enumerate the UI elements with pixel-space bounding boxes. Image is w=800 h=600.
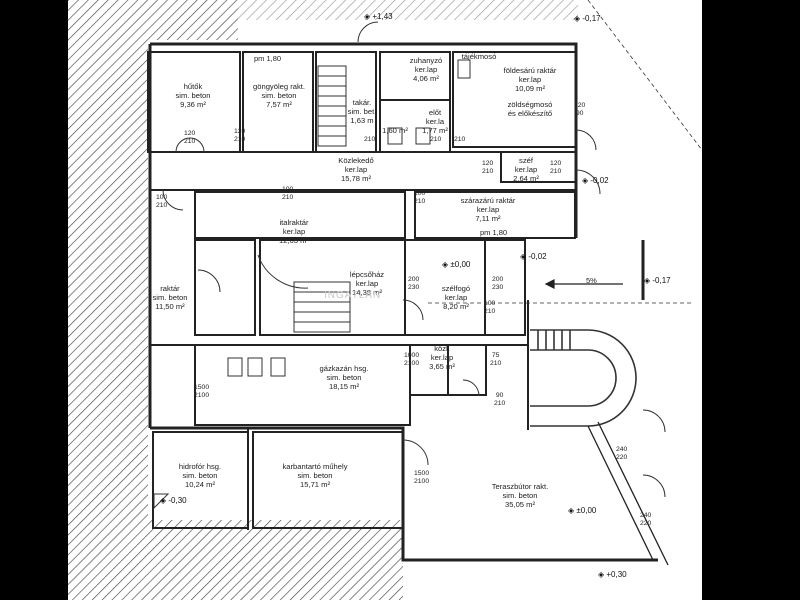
stairs-top <box>317 65 347 147</box>
stairs-ramp-curve <box>530 329 637 427</box>
parapet-label: pm 1,80 <box>480 228 508 237</box>
ground-hatch-left <box>68 0 403 600</box>
building-body <box>148 42 668 565</box>
parapet-label: pm 1,80 <box>254 54 282 63</box>
level-mark: ◈ -0,02 <box>520 252 547 261</box>
slope-arrow <box>544 279 623 289</box>
level-mark: ◈ ±0,00 <box>568 506 597 515</box>
terrace-edge <box>587 421 669 566</box>
door-dimension: 210 <box>364 136 376 143</box>
room-label-wc: 1,60 m² <box>382 126 408 135</box>
level-mark: ◈ ±0,00 <box>442 260 471 269</box>
room-label-tajekmoso: tájékmosó <box>461 52 497 61</box>
door-swings <box>162 21 666 498</box>
watermark: INGATLAN <box>324 290 382 301</box>
level-mark: ◈ -0,17 <box>644 276 671 285</box>
room-label-takar: takár.sim. bet.1,63 m <box>347 98 377 125</box>
floor-plan <box>68 0 702 600</box>
ground-hatch-top <box>238 0 578 20</box>
level-mark: ◈ -0,02 <box>582 176 609 185</box>
door-dimension: 210 <box>454 136 466 143</box>
interior-walls <box>147 51 577 530</box>
level-mark: ◈ +0,30 <box>598 570 627 579</box>
reference-lines <box>428 0 702 304</box>
level-mark: ◈ -0,30 <box>160 496 187 505</box>
fixtures <box>153 59 471 510</box>
stairs-central <box>257 254 351 333</box>
door-dimension: 210 <box>430 136 442 143</box>
level-mark: ◈ +1,43 <box>364 12 393 21</box>
level-mark: ◈ -0,17 <box>574 14 601 23</box>
slope-label: 5% <box>586 276 597 285</box>
